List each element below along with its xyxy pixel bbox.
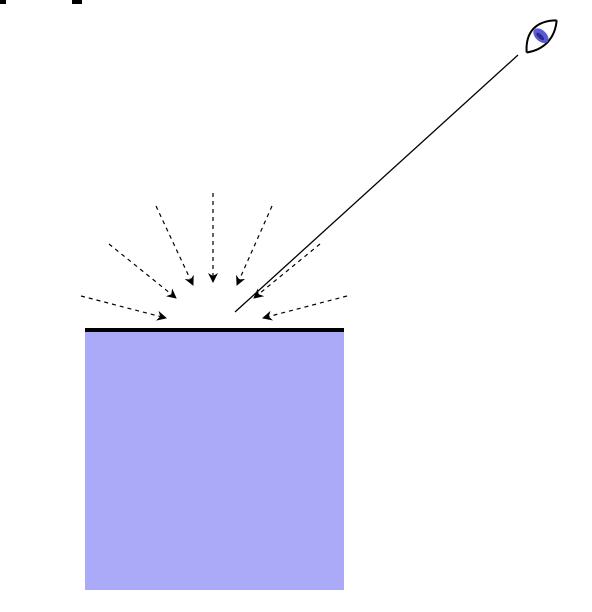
- incoming-light-rays: [80, 193, 348, 321]
- view-ray: [234, 54, 519, 313]
- incoming-light-ray: [236, 205, 273, 286]
- top-edge-marks: [0, 0, 82, 4]
- incoming-light-ray: [253, 243, 321, 299]
- incoming-light-ray: [108, 243, 177, 299]
- incoming-light-ray: [80, 295, 167, 321]
- incoming-light-ray: [262, 295, 348, 321]
- surface-block: [85, 331, 344, 590]
- eye-icon: [525, 19, 558, 54]
- incoming-light-ray: [155, 205, 194, 286]
